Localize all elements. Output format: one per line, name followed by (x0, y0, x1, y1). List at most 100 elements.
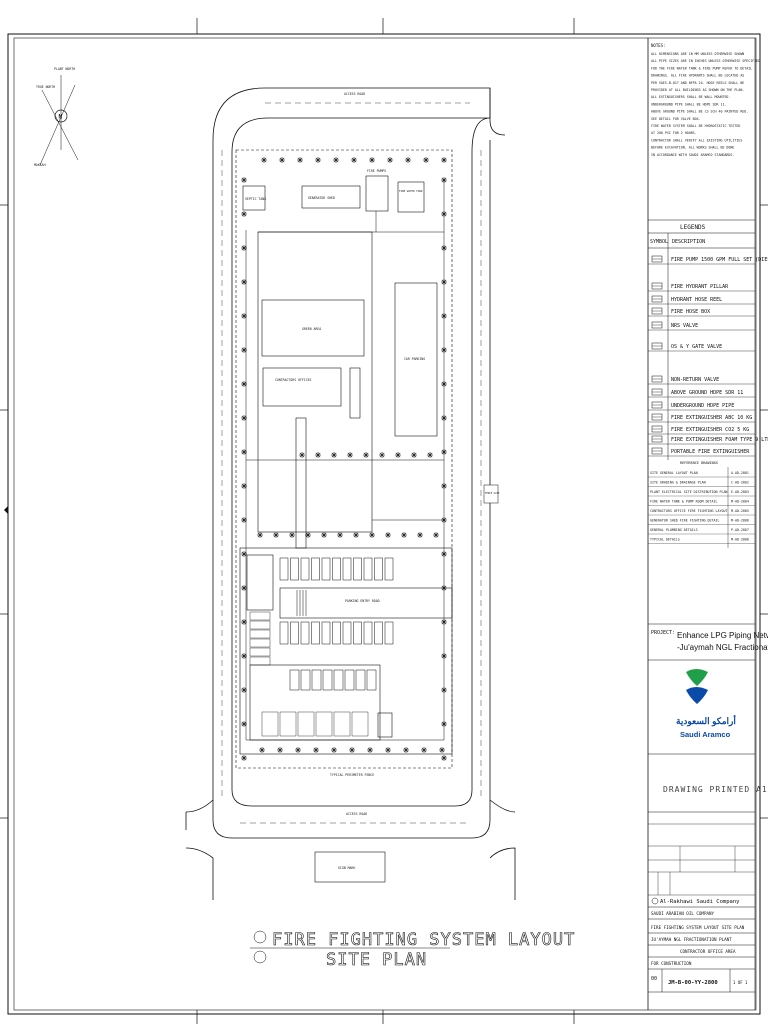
hydrant-star-icon (433, 532, 439, 538)
legend-item-label: NON-RETURN VALVE (671, 377, 719, 383)
hydrant-star-icon (241, 585, 247, 591)
fire-water-piping (245, 180, 445, 741)
hydrant-star-icon (367, 747, 373, 753)
parking-stall (290, 557, 299, 581)
contractors-offices (262, 367, 342, 407)
office-room (249, 620, 271, 630)
walkway (349, 367, 361, 419)
hydrant-star-icon (441, 755, 447, 761)
hydrant-star-icon (279, 157, 285, 163)
legend-symbol-icon (651, 435, 663, 443)
note-line: ALL DIMENSIONS ARE IN MM UNLESS OTHERWIS… (651, 52, 744, 56)
hydrant-star-icon (241, 381, 247, 387)
note-line: PER SAES-B-017 AND NFPA 24. HOSE REELS S… (651, 81, 744, 85)
legend-item-label: OS & Y GATE VALVE (671, 344, 722, 350)
hydrant-star-icon (241, 755, 247, 761)
parking-entry-road (279, 587, 453, 619)
parking-stall (374, 621, 383, 645)
drawing-description-2: JU'AYMAH NGL FRACTIONATION PLANT (651, 937, 732, 942)
makkah-label: MAKKAH (34, 163, 46, 167)
hydrant-star-icon (297, 157, 303, 163)
drawing-printed-label: DRAWING PRINTED A1 (663, 785, 768, 794)
legend-item-label: ABOVE GROUND HDPE SDR 11 (671, 390, 743, 396)
project-line1: Enhance LPG Piping Network (677, 631, 768, 640)
legend-symbol-icon (651, 295, 663, 303)
office-room (249, 638, 271, 648)
green-area-label: GREEN AREA (302, 327, 321, 331)
north-arrow: N PLANT NORTH TRUE NORTH MAKKAH (34, 67, 79, 167)
parking-stall (321, 557, 331, 581)
hydrant-star-icon (257, 532, 263, 538)
hydrant-star-icon (331, 747, 337, 753)
reference-title: GENERAL PLUMBING DETAILS (650, 528, 698, 532)
client-name: SAUDI ARABIAN OIL COMPANY (651, 911, 715, 916)
hydrant-star-icon (347, 452, 353, 458)
project-line2: -Ju'aymah NGL Fractionation Plan (677, 643, 768, 652)
site-zone (257, 231, 373, 533)
fire-hydrant-markers (241, 157, 447, 761)
office-room (279, 711, 297, 737)
parking-stall (363, 557, 373, 581)
hydrant-star-icon (363, 452, 369, 458)
parking-stall (290, 621, 299, 645)
legend-item-label: PORTABLE FIRE EXTINGUISHER (671, 449, 750, 455)
office-cell (344, 669, 355, 691)
frame-center-arrow (4, 506, 8, 514)
reference-title: PLANT ELECTRICAL SITE DISTRIBUTION PLAN (650, 490, 727, 494)
legend-symbol-icon (651, 342, 663, 350)
legend-item-label: FIRE EXTINGUISHER CO2 5 KG (671, 427, 749, 433)
office-room (315, 711, 333, 737)
reference-title: SITE GENERAL LAYOUT PLAN (650, 471, 698, 475)
office-block-a (246, 554, 274, 611)
office-room (297, 711, 315, 737)
legend-item-label: NRS VALVE (671, 323, 698, 329)
legend-item-label: UNDERGROUND HDPE PIPE (671, 403, 734, 409)
hydrant-star-icon (351, 157, 357, 163)
drawing-number: JM-B-00-YY-2800 (668, 980, 718, 986)
saudi-aramco-logo: أرامكو السعودية Saudi Aramco (676, 669, 736, 739)
company-name: Al-Rakhawi Saudi Company (660, 899, 740, 905)
hydrant-star-icon (313, 747, 319, 753)
fence-gate-tag (483, 484, 499, 504)
note-line: ABOVE GROUND PIPE SHALL BE CS SCH 40 PAI… (651, 110, 748, 114)
access-road-bottom-label: ACCESS ROAD (346, 812, 367, 816)
drawing-description-1: FIRE FIGHTING SYSTEM LAYOUT SITE PLAN (651, 925, 745, 930)
parking-stall (363, 621, 373, 645)
reference-number: M-AD-2805 (731, 509, 749, 513)
reference-title: GENERATOR SHED FIRE FIGHTING DETAIL (650, 519, 719, 523)
office-cell (289, 669, 300, 691)
company-seal-icon (651, 897, 659, 905)
parking-stall (353, 621, 362, 645)
hydrant-star-icon (277, 747, 283, 753)
office-cell (300, 669, 311, 691)
parking-stall (321, 621, 331, 645)
office-room (249, 656, 271, 666)
legend-symbol-icon (651, 388, 663, 396)
parking-stall (384, 557, 394, 581)
hydrant-star-icon (387, 157, 393, 163)
hydrant-star-icon (411, 452, 417, 458)
note-line: FOR THE FIRE WATER TANK & FIRE PUMP REFE… (651, 66, 752, 70)
legend-col-symbol: SYMBOL (650, 239, 668, 245)
legend-item-label: FIRE EXTINGUISHER ABC 10 KG (671, 415, 752, 421)
legend-symbol-icon (651, 425, 663, 433)
drawing-description-3: CONTRACTOR OFFICE AREA (680, 949, 736, 954)
office-room (249, 611, 271, 621)
septic-tank-label: SEPTIC TANK (245, 197, 266, 201)
parking-stall (300, 557, 310, 581)
fire-water-tank-label: FIRE WATER TANK (399, 189, 423, 193)
hydrant-star-icon (439, 747, 445, 753)
reference-number: M-AD-2808 (731, 538, 749, 542)
office-cell (355, 669, 366, 691)
legend-item-label: HYDRANT HOSE REEL (671, 297, 722, 303)
note-line: UNDERGROUND PIPE SHALL BE HDPE SDR 11. (651, 102, 726, 106)
hydrant-star-icon (401, 532, 407, 538)
true-north-label: TRUE NORTH (36, 85, 55, 89)
parking-entry-road-label: PARKING ENTRY ROAD (345, 599, 380, 603)
generator-shed-label: GENERATOR SHED (308, 196, 335, 200)
green-area (261, 299, 365, 357)
hydrant-star-icon (241, 211, 247, 217)
perimeter-fence (235, 149, 453, 769)
